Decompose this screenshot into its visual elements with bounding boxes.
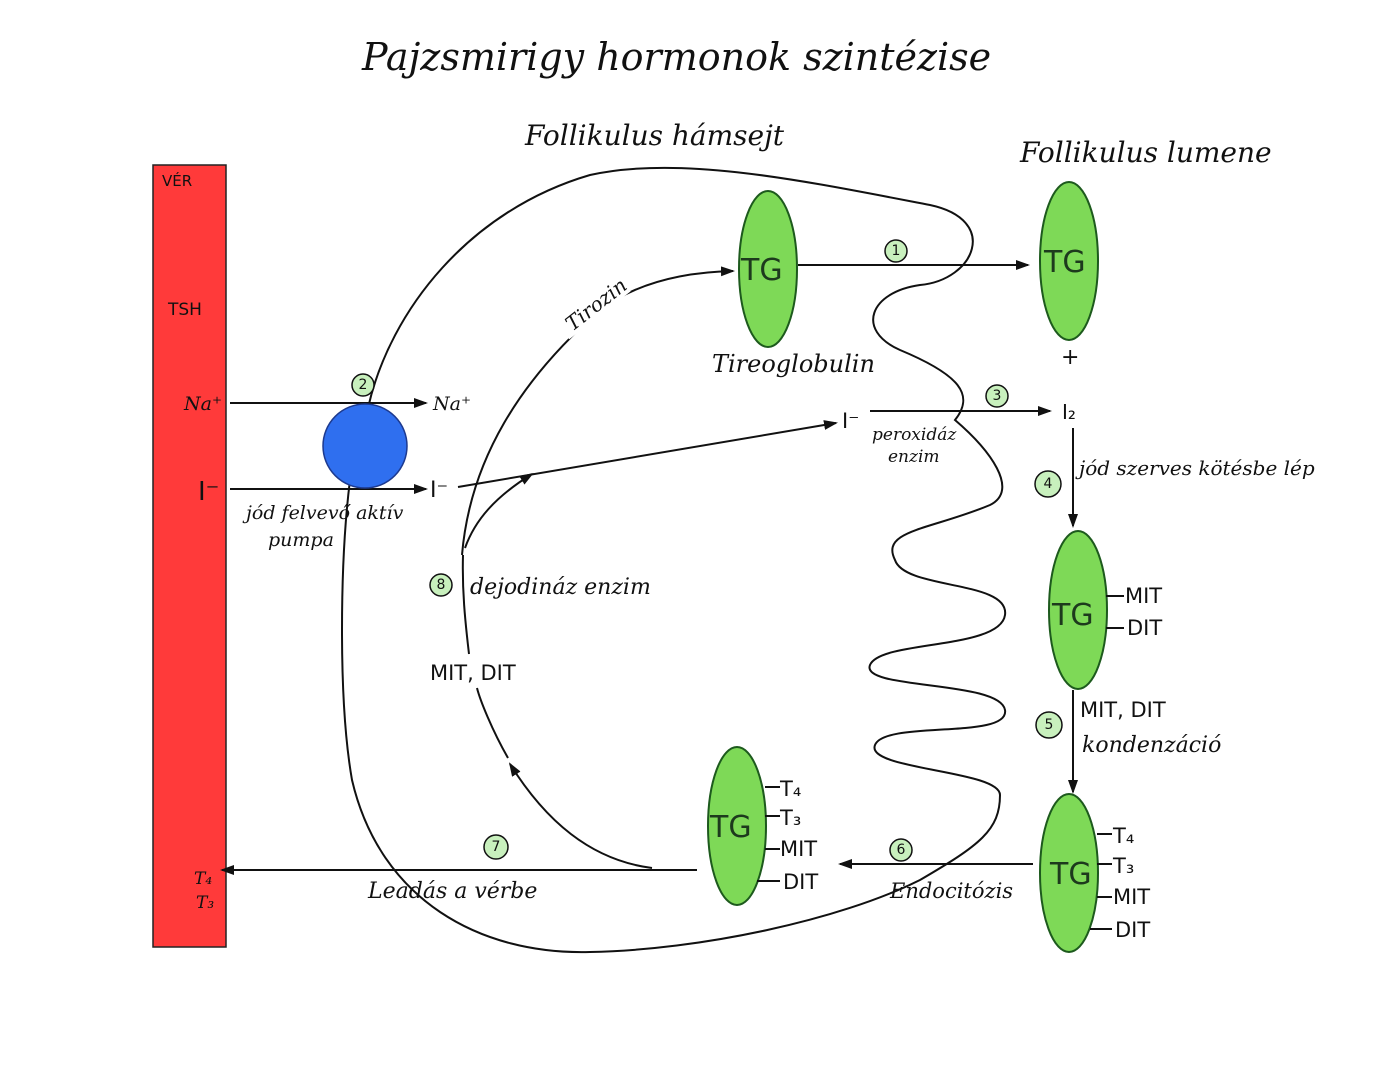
tg-cell-label: TG [740, 253, 783, 288]
step-marker-3: 3 [985, 384, 1009, 408]
svg-text:8: 8 [437, 577, 446, 593]
svg-text:6: 6 [897, 842, 906, 858]
tg4-chain-t4: T₄ [779, 777, 801, 801]
thyroglobulin-label: Tireoglobulin [712, 350, 875, 378]
endocytosis-label: Endocitózis [889, 879, 1013, 903]
thyroglobulin-endocytosed [707, 746, 767, 906]
blood-t4-label: T₄ [194, 869, 212, 889]
thyroglobulin-iodinated [1048, 530, 1108, 690]
step-marker-8: 8 [429, 573, 453, 597]
tg3-chain-mit: MIT [1125, 584, 1162, 608]
deiodinase-label: dejodináz enzim [470, 575, 651, 600]
tg5-chain-mit: MIT [1113, 885, 1150, 909]
iodine-label: I₂ [1062, 400, 1076, 424]
tg5-chain-group: T₄ T₃ MIT DIT [1090, 824, 1150, 942]
tg3-chain-dit: DIT [1127, 616, 1162, 640]
svg-text:5: 5 [1045, 717, 1054, 733]
step-marker-5: 5 [1035, 711, 1063, 739]
svg-text:7: 7 [492, 839, 501, 855]
tsh-label: TSH [167, 300, 202, 320]
pump-label-line2: pumpa [268, 529, 334, 551]
tg3-chain-group: MIT DIT [1106, 584, 1162, 640]
thyroglobulin-cell [738, 190, 798, 348]
tg4-chain-dit: DIT [783, 870, 818, 894]
mit-dit-recycle-label: MIT, DIT [430, 661, 516, 685]
tg5-chain-dit: DIT [1115, 918, 1150, 942]
iodide-cell-label: I⁻ [842, 409, 859, 433]
svg-text:1: 1 [892, 243, 901, 259]
blood-na-label: Na⁺ [183, 393, 222, 415]
organification-label: jód szerves kötésbe lép [1075, 456, 1315, 480]
deiodinase-vertical-path [461, 554, 470, 655]
step-marker-7: 7 [483, 834, 509, 860]
blood-vessel-bar [152, 164, 227, 948]
step-marker-2: 2 [351, 373, 375, 397]
peroxidase-label-line1: peroxidáz [872, 425, 957, 445]
follicle-lumen-label: Follikulus lumene [1019, 136, 1272, 169]
pump-na-out-label: Na⁺ [432, 393, 471, 415]
tyrosine-label: Tirozin [561, 273, 632, 336]
tg-mature-label: TG [1049, 857, 1092, 892]
deiodinase-arrow [464, 472, 534, 549]
tg-endocytosed-label: TG [709, 810, 752, 845]
pump-label-line1: jód felvevő aktív [242, 502, 404, 524]
svg-text:4: 4 [1044, 476, 1053, 492]
tg5-chain-t3: T₃ [1112, 854, 1134, 878]
follicle-cell-outline [341, 166, 1007, 954]
diagram-title: Pajzsmirigy hormonok szintézise [361, 35, 991, 79]
step-marker-6: 6 [889, 838, 913, 862]
pump-iodide-out-label: I⁻ [430, 478, 448, 503]
condensation-label-line1: MIT, DIT [1080, 698, 1166, 722]
step-marker-4: 4 [1034, 470, 1062, 498]
tg4-chain-group: T₄ T₃ MIT DIT [757, 777, 818, 894]
blood-label: VÉR [162, 171, 192, 190]
iodide-pump [322, 403, 408, 489]
thyroglobulin-mature [1039, 793, 1099, 953]
tg5-chain-t4: T₄ [1112, 824, 1134, 848]
tg4-chain-mit: MIT [780, 837, 817, 861]
tg-iodinated-label: TG [1051, 598, 1094, 633]
follicle-cell-label: Follikulus hámsejt [524, 119, 785, 152]
plus-sign: + [1061, 345, 1079, 370]
svg-text:2: 2 [359, 377, 368, 393]
svg-text:3: 3 [993, 388, 1002, 404]
mit-dit-recycle-arrow [508, 762, 653, 869]
tg-lumen-label: TG [1043, 245, 1086, 280]
thyroglobulin-lumen [1039, 181, 1099, 341]
iodide-to-apex-arrow [457, 420, 838, 488]
mit-dit-recycle-path [476, 687, 509, 759]
blood-iodide-label: I⁻ [198, 477, 219, 507]
step-marker-1: 1 [884, 239, 908, 263]
peroxidase-label-line2: enzim [888, 447, 940, 467]
condensation-label-line2: kondenzáció [1082, 733, 1221, 758]
tg4-chain-t3: T₃ [779, 806, 801, 830]
blood-t3-label: T₃ [196, 893, 214, 913]
release-label: Leadás a vérbe [367, 879, 537, 904]
